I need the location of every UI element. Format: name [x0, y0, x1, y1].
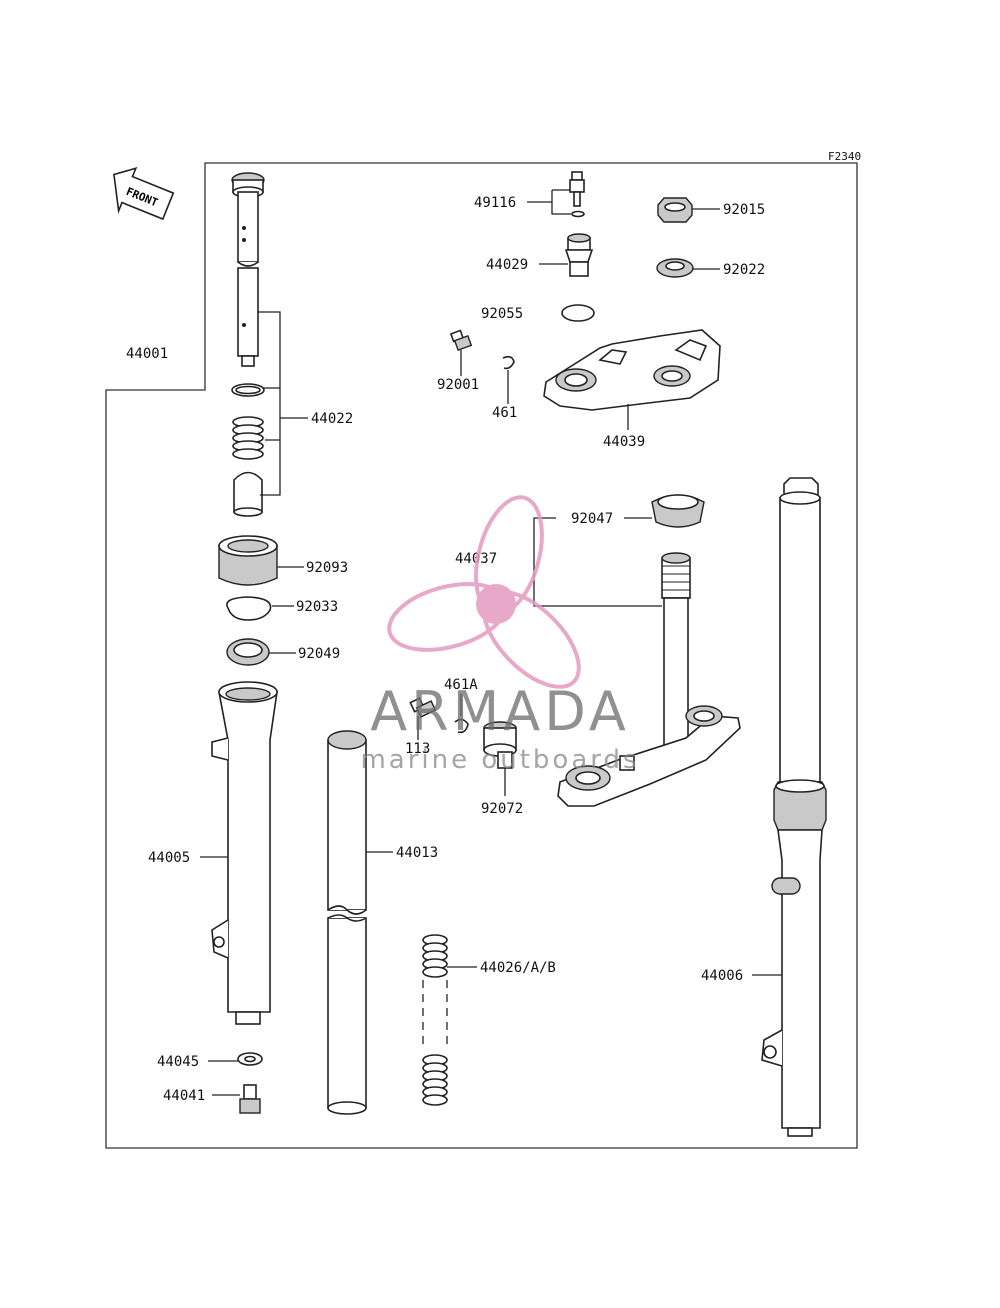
oil-lock-piece [233, 471, 263, 517]
armada-logo: ARMADA marine outboards [360, 495, 639, 775]
label-92022: 92022 [723, 262, 765, 278]
fork-spring [422, 934, 448, 1106]
label-44045: 44045 [157, 1054, 199, 1070]
label-44006: 44006 [701, 968, 743, 984]
dust-seal [218, 535, 278, 586]
washer-92022 [656, 258, 694, 278]
label-113: 113 [405, 741, 430, 757]
label-92001: 92001 [437, 377, 479, 393]
label-44005: 44005 [148, 850, 190, 866]
label-461: 461 [492, 405, 517, 421]
watermark-tagline: marine outboards [360, 745, 639, 775]
label-44013: 44013 [396, 845, 438, 861]
piston-ring [231, 383, 265, 397]
damper-rod-assembly [231, 172, 265, 367]
label-49116: 49116 [474, 195, 516, 211]
leader-49116 [527, 189, 571, 215]
upper-bracket [543, 329, 721, 411]
diagram-code: F2340 [828, 150, 861, 163]
label-44026: 44026/A/B [480, 960, 556, 976]
cap-bolt-44029 [564, 233, 594, 277]
fork-leg-right [761, 477, 827, 1137]
label-44041: 44041 [163, 1088, 205, 1104]
clip-461A [454, 718, 469, 734]
outer-tube-left [211, 681, 278, 1025]
leader-44022 [258, 311, 308, 496]
stem-nut-92047 [651, 494, 705, 528]
oil-seal [226, 638, 270, 666]
label-92093: 92093 [306, 560, 348, 576]
label-92072: 92072 [481, 801, 523, 817]
retaining-ring [226, 596, 272, 621]
bolt-49116 [569, 171, 585, 218]
label-44029: 44029 [486, 257, 528, 273]
steering-stem [557, 552, 741, 807]
label-92015: 92015 [723, 202, 765, 218]
label-92033: 92033 [296, 599, 338, 615]
nut-92015 [657, 197, 693, 223]
leader-44037 [533, 517, 662, 607]
label-92055: 92055 [481, 306, 523, 322]
label-44039: 44039 [603, 434, 645, 450]
washer-44045 [237, 1052, 263, 1066]
label-44001: 44001 [126, 346, 168, 362]
watermark-brand: ARMADA [370, 680, 630, 743]
bolt-113 [409, 697, 437, 718]
bolt-92001 [449, 329, 473, 351]
inner-tube [327, 730, 367, 1115]
label-92049: 92049 [298, 646, 340, 662]
label-92047: 92047 [571, 511, 613, 527]
front-arrow-icon: FRONT [113, 167, 175, 221]
cable-guide-92072 [483, 721, 517, 769]
label-44022: 44022 [311, 411, 353, 427]
diagram-frame [105, 162, 858, 1149]
rebound-spring [232, 416, 264, 460]
clip-461 [502, 355, 515, 370]
label-461A: 461A [444, 677, 478, 693]
o-ring-92055 [561, 304, 595, 322]
bolt-44041 [239, 1084, 261, 1114]
